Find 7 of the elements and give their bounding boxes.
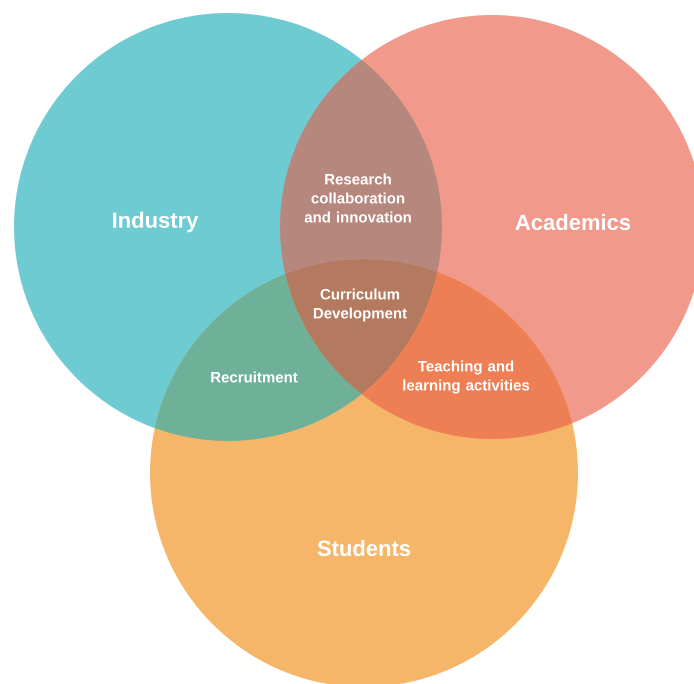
overlap-label: Recruitment: [211, 371, 298, 382]
circle-label: Industry: [113, 212, 198, 232]
circle-label: Academics: [515, 214, 630, 230]
overlap-label: Research collaboration and innovation: [304, 173, 411, 222]
overlap-label: Teaching and learning activities: [403, 360, 530, 394]
circle-label: Students: [318, 540, 410, 556]
overlap-label: Curriculum Development: [314, 288, 407, 322]
